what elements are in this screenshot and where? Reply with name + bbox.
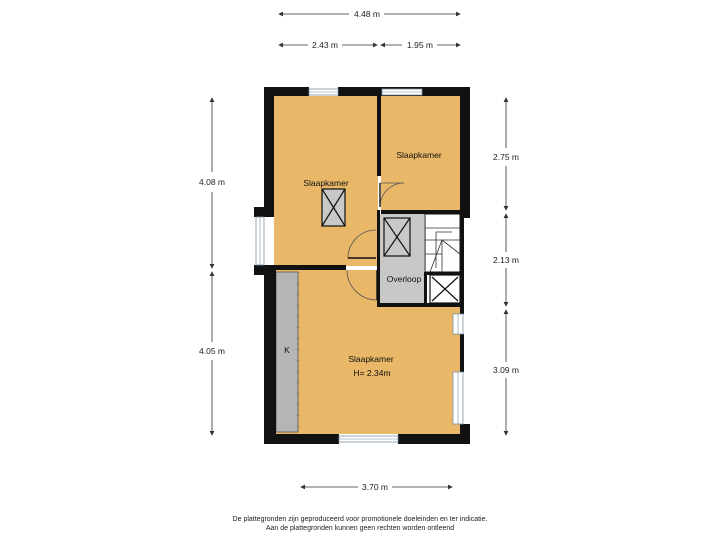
room-floors <box>274 96 460 434</box>
dim-top-total: 4.48 m <box>354 9 380 19</box>
dim-top-right: 1.95 m <box>407 40 433 50</box>
dimension-labels: 4.48 m 2.43 m 1.95 m 4.08 m 4.05 m 2.75 … <box>199 9 519 492</box>
room-bedroom-left-top <box>274 96 378 266</box>
label-landing: Overloop <box>387 274 422 284</box>
door-leaves <box>348 183 381 300</box>
footer-line-1: De plattegronden zijn geproduceerd voor … <box>232 516 488 523</box>
dim-right-lower: 3.09 m <box>493 365 519 375</box>
shaft-boxes <box>321 188 461 304</box>
label-bedroom-right-top: Slaapkamer <box>396 150 442 160</box>
dim-right-middle: 2.13 m <box>493 255 519 265</box>
room-bedroom-bottom <box>276 306 460 434</box>
door-bedroom-left-top <box>347 229 377 259</box>
staircase <box>424 213 461 273</box>
dimension-lines <box>209 11 509 490</box>
door-bedroom-bottom <box>346 269 378 301</box>
dim-top-left: 2.43 m <box>312 40 338 50</box>
stair-treads <box>425 227 461 273</box>
label-closet: K <box>284 345 290 355</box>
label-bedroom-bottom: Slaapkamer <box>348 354 394 364</box>
dim-bottom: 3.70 m <box>362 482 388 492</box>
label-bedroom-bottom-height: H= 2.34m <box>353 368 390 378</box>
dim-right-upper: 2.75 m <box>493 152 519 162</box>
label-bedroom-left-top: Slaapkamer <box>303 178 349 188</box>
footer-line-2: Aan de plattegronden kunnen geen rechten… <box>265 525 455 532</box>
room-labels: Slaapkamer Slaapkamer Overloop Slaapkame… <box>284 150 442 378</box>
dim-left-lower: 4.05 m <box>199 346 225 356</box>
window-mullions <box>259 91 459 440</box>
dim-left-upper: 4.08 m <box>199 177 225 187</box>
walls <box>254 87 470 444</box>
room-bedroom-right-top <box>381 96 460 211</box>
